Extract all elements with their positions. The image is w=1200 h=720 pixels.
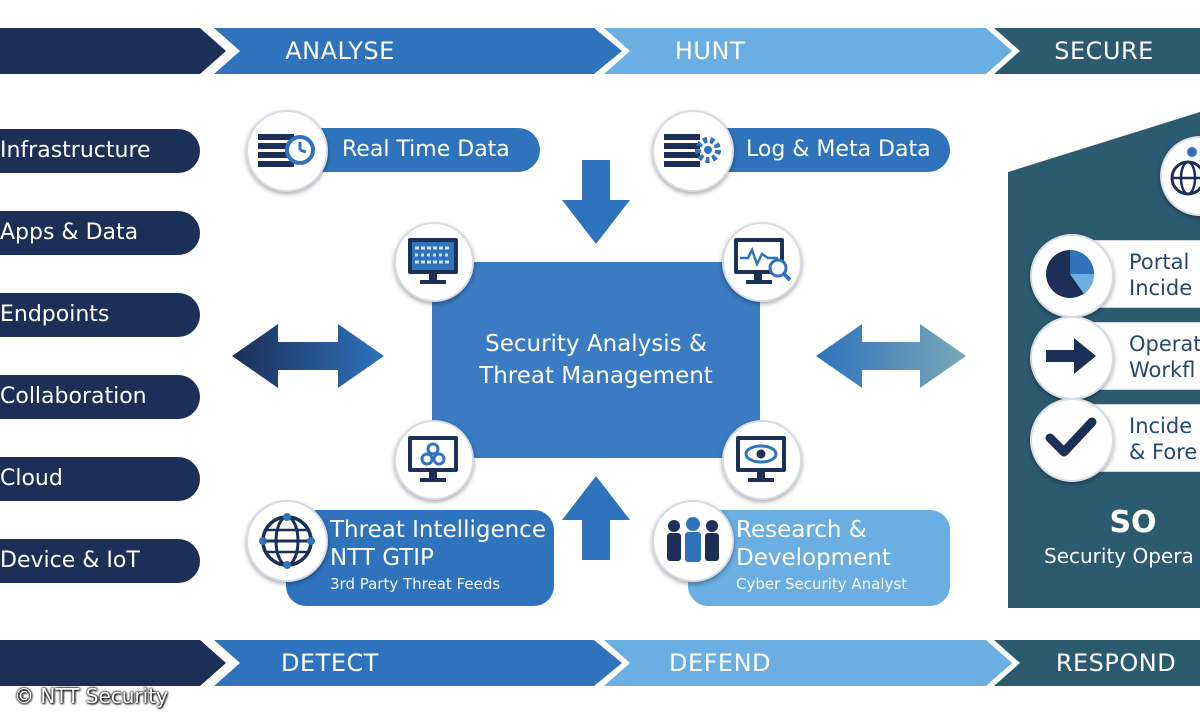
research-development-card: Research & Development Cyber Security An… [688, 510, 950, 606]
stage-label-respond: RESPOND [1055, 649, 1177, 677]
copyright-notice: © NTT Security [14, 684, 168, 708]
bottom-stage-segment-respond [994, 640, 1200, 686]
research-subtitle: Development [736, 545, 891, 571]
stage-label-detect: DETECT [281, 649, 379, 677]
server-gear-icon [652, 110, 734, 192]
monitor-biohazard-icon [394, 420, 474, 500]
research-analyst: Cyber Security Analyst [736, 575, 908, 593]
realtime-data-label: Real Time Data [342, 137, 510, 162]
source-pill-infrastructure: Infrastructure [0, 129, 200, 173]
soc-item-operations-line2: Workfl [1129, 358, 1196, 382]
logmeta-data-label: Log & Meta Data [746, 137, 931, 162]
source-pill-cloud: Cloud [0, 457, 200, 501]
pie-chart-icon [1030, 234, 1114, 318]
security-analysis-box: Security Analysis & Threat Management [432, 262, 760, 458]
monitor-binary-icon [394, 222, 474, 302]
down-arrow [562, 160, 630, 244]
monitor-eye-icon [722, 420, 802, 500]
arrow-right-icon [1030, 316, 1114, 400]
up-arrow [562, 476, 630, 560]
threat-intel-subtitle: NTT GTIP [330, 545, 434, 571]
left-double-arrow [232, 324, 384, 388]
bottom-stage-segment-navy [0, 640, 226, 686]
source-pill-apps-data: Apps & Data [0, 211, 200, 255]
center-title-line2: Threat Management [479, 363, 713, 389]
top-stage-segment-hunt [604, 28, 1012, 74]
stage-label-defend: DEFEND [668, 649, 772, 677]
bottom-stage-segment-defend [604, 640, 1012, 686]
soc-item-incident-line2: & Fore [1129, 440, 1198, 464]
bottom-stage-bar [0, 640, 1200, 686]
soc-item-portal-line2: Incide [1129, 276, 1193, 300]
source-pill-endpoints: Endpoints [0, 293, 200, 337]
monitor-analytics-icon [722, 222, 802, 302]
threat-intel-title: Threat Intelligence [330, 517, 546, 543]
right-double-arrow [816, 324, 966, 388]
logmeta-data-pill: Log & Meta Data [706, 128, 950, 172]
top-stage-segment-analyse [214, 28, 622, 74]
threat-intelligence-card: Threat Intelligence NTT GTIP 3rd Party T… [286, 510, 554, 606]
research-title: Research & [736, 517, 867, 543]
team-people-icon [652, 500, 734, 582]
globe-network-icon [246, 500, 328, 582]
top-stage-segment-secure [994, 28, 1200, 74]
soc-subtitle: Security Opera [1044, 544, 1194, 568]
center-title-line1: Security Analysis & [485, 331, 707, 357]
top-stage-segment-navy [0, 28, 226, 74]
soc-item-portal-line1: Portal [1129, 250, 1190, 274]
threat-intel-feeds: 3rd Party Threat Feeds [330, 575, 501, 593]
soc-item-operations-line1: Operat [1129, 332, 1200, 356]
bottom-stage-segment-detect [214, 640, 622, 686]
stage-label-analyse: ANALYSE [285, 37, 395, 65]
soc-title: SO [1109, 505, 1157, 540]
stage-label-hunt: HUNT [674, 37, 746, 65]
source-pill-collaboration: Collaboration [0, 375, 200, 419]
stage-label-secure: SECURE [1054, 37, 1154, 65]
soc-item-incident-line1: Incide [1129, 414, 1193, 438]
server-clock-icon [246, 110, 328, 192]
realtime-data-pill: Real Time Data [300, 128, 540, 172]
source-pill-device-iot: Device & IoT [0, 539, 200, 583]
top-stage-bar [0, 28, 1200, 74]
checkmark-icon [1030, 398, 1114, 482]
